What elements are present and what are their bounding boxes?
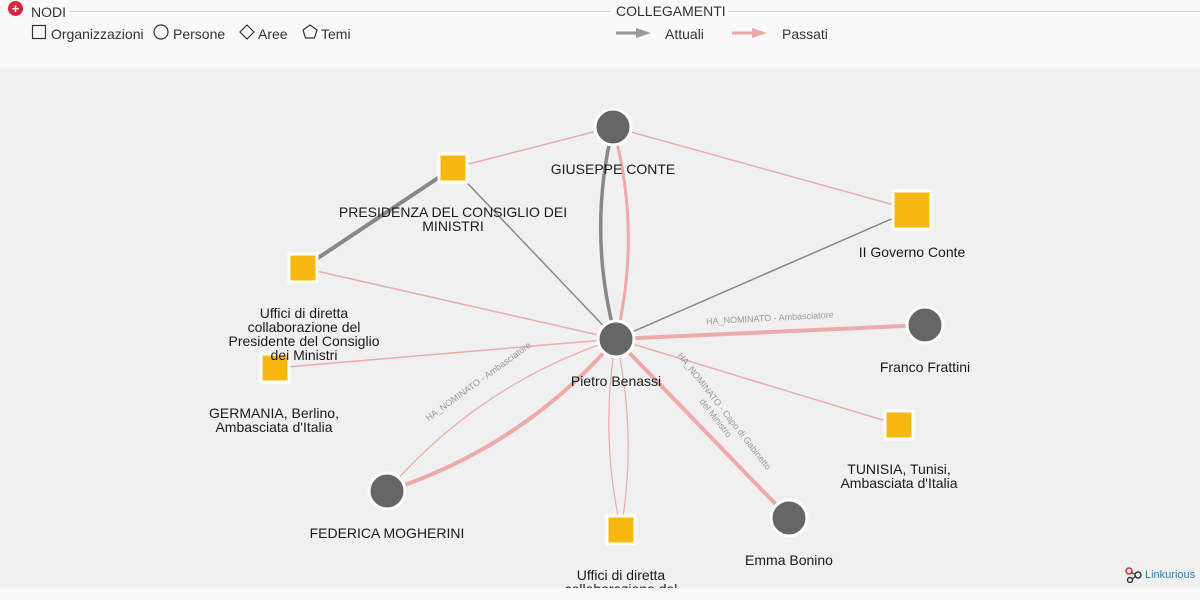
edge-benassi-tunisia[interactable] xyxy=(615,338,900,426)
node-uffici_esteri[interactable] xyxy=(605,514,637,546)
node-governo[interactable] xyxy=(891,189,933,231)
edge-conte-benassi[interactable] xyxy=(611,126,630,340)
edge-label: HA_NOMINATO - Ambasciatore xyxy=(424,340,533,423)
node-label-tunisia: TUNISIA, Tunisi,Ambasciata d'Italia xyxy=(840,461,957,491)
node-uffici_pres[interactable] xyxy=(287,252,319,284)
expand-legend-button[interactable]: + xyxy=(8,1,23,16)
edge-governo-benassi[interactable] xyxy=(615,209,913,340)
brand-logo[interactable]: Linkurious xyxy=(1125,567,1195,583)
edge-conte-governo[interactable] xyxy=(612,126,913,211)
edge-benassi-bonino[interactable] xyxy=(614,337,791,520)
current-link-icon xyxy=(616,28,651,38)
edge-uffici_pres-presidenza[interactable] xyxy=(301,166,455,270)
legend-label: Aree xyxy=(258,26,288,42)
edge-label: HA_NOMINATO - Capo di Gabinettodel Minis… xyxy=(667,351,773,479)
edge-mogherini-benassi[interactable] xyxy=(386,337,618,493)
node-label-germania: GERMANIA, Berlino,Ambasciata d'Italia xyxy=(209,405,339,435)
node-label-governo: II Governo Conte xyxy=(859,244,966,260)
square-icon xyxy=(31,24,47,40)
legend-divider xyxy=(70,11,610,12)
bottom-strip xyxy=(0,588,1200,600)
diamond-icon xyxy=(239,24,255,40)
links-legend-title: COLLEGAMENTI xyxy=(614,3,728,19)
edge-benassi-frattini[interactable] xyxy=(615,323,926,341)
edge-presidenza-benassi[interactable] xyxy=(452,167,617,340)
edge-germania-benassi[interactable] xyxy=(274,338,617,369)
legend-label: Passati xyxy=(782,26,828,42)
legend-panel: + NODI COLLEGAMENTI Organizzazioni Perso… xyxy=(0,0,1200,68)
node-frattini[interactable] xyxy=(905,305,945,345)
node-bonino[interactable] xyxy=(769,498,809,538)
nodes-legend-title: NODI xyxy=(29,4,68,20)
linkurious-icon xyxy=(1125,567,1142,583)
node-label-mogherini: FEDERICA MOGHERINI xyxy=(310,525,465,541)
brand-name: Linkurious xyxy=(1145,569,1196,581)
past-link-icon xyxy=(732,28,767,38)
legend-label: Attuali xyxy=(665,26,704,42)
node-benassi[interactable] xyxy=(596,319,636,359)
node-presidenza[interactable] xyxy=(437,152,469,184)
node-label-conte: GIUSEPPE CONTE xyxy=(551,161,675,177)
node-mogherini[interactable] xyxy=(367,471,407,511)
edge-uffici_esteri-benassi[interactable] xyxy=(615,338,629,531)
circle-icon xyxy=(153,24,169,40)
edge-uffici_pres-benassi[interactable] xyxy=(302,267,617,340)
node-conte[interactable] xyxy=(593,107,633,147)
legend-divider xyxy=(728,11,1200,12)
node-germania[interactable] xyxy=(259,352,291,384)
edge-label: HA_NOMINATO - Ambasciatore xyxy=(706,310,834,327)
node-label-frattini: Franco Frattini xyxy=(880,359,970,375)
edge-benassi-uffici_esteri[interactable] xyxy=(608,338,622,531)
legend-label: Organizzazioni xyxy=(51,26,144,42)
legend-label: Temi xyxy=(321,26,351,42)
pentagon-icon xyxy=(302,24,318,39)
node-tunisia[interactable] xyxy=(883,409,915,441)
legend-label: Persone xyxy=(173,26,226,42)
edge-benassi-mogherini[interactable] xyxy=(386,338,617,492)
edge-conte-benassi[interactable] xyxy=(598,126,618,340)
node-label-bonino: Emma Bonino xyxy=(745,552,833,568)
node-label-benassi: Pietro Benassi xyxy=(571,373,661,389)
